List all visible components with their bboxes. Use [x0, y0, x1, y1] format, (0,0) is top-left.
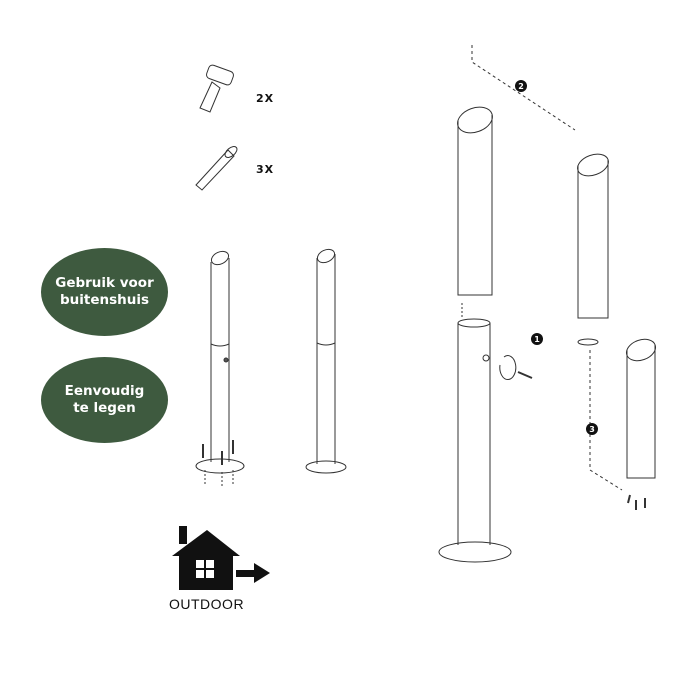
- anchor-quantity: 3X: [256, 163, 275, 176]
- anchor-bolt-icon: [195, 146, 238, 191]
- badge-text: Gebruik voor: [55, 275, 154, 291]
- badge-text: Eenvoudig: [64, 383, 145, 399]
- outdoor-label: OUTDOOR: [169, 596, 245, 612]
- key-icon: [199, 64, 234, 113]
- badge-text: buitenshuis: [59, 292, 150, 308]
- key-quantity: 2X: [256, 92, 275, 105]
- pole-emptying: [625, 338, 657, 510]
- pole-with-screws: [195, 250, 245, 486]
- step-1-marker: 1: [531, 333, 543, 345]
- pole-top-section: [577, 153, 609, 346]
- pole-assembled: [305, 248, 347, 474]
- badge-text: te legen: [73, 400, 136, 416]
- step-3-arrow: [589, 350, 623, 491]
- house-arrow-icon: [172, 526, 270, 590]
- pole-exploded-large: [438, 106, 533, 563]
- step-3-marker: 3: [586, 423, 598, 435]
- step-2-marker: 2: [515, 80, 527, 92]
